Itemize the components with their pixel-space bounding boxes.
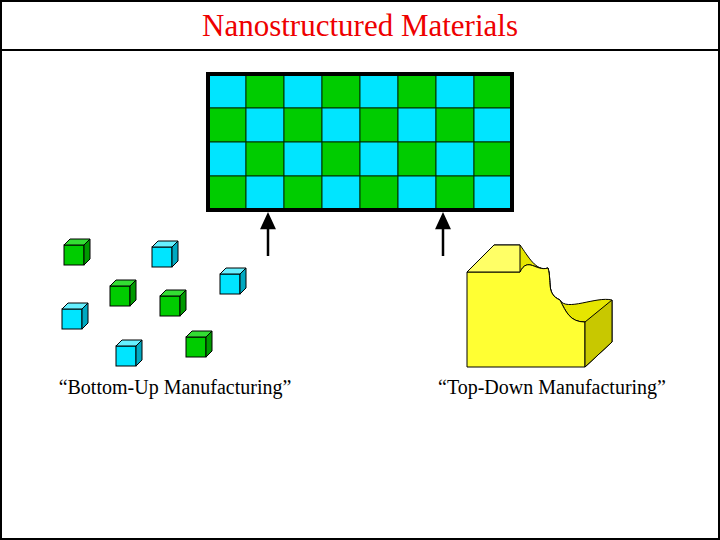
grid-cell <box>284 176 322 210</box>
building-block-cubes <box>62 239 246 366</box>
grid-cell <box>360 176 398 210</box>
grid-cell <box>436 74 474 108</box>
grid-cell <box>284 74 322 108</box>
grid-cell <box>398 108 436 142</box>
grid-cell <box>360 108 398 142</box>
grid-cell <box>322 74 360 108</box>
grid-cell <box>398 74 436 108</box>
grid-cell <box>284 108 322 142</box>
grid-cell <box>246 142 284 176</box>
method-label: “Top-Down Manufacturing” <box>438 376 666 399</box>
grid-cell <box>474 108 512 142</box>
grid-cell <box>322 142 360 176</box>
grid-cell <box>246 108 284 142</box>
grid-cell <box>360 142 398 176</box>
grid-cell <box>474 74 512 108</box>
grid-cell <box>284 142 322 176</box>
bulk-material-block <box>467 245 612 367</box>
grid-border <box>208 74 512 210</box>
grid-cell <box>208 176 246 210</box>
grid-cell <box>474 176 512 210</box>
grid-cell <box>208 74 246 108</box>
grid-cell <box>322 176 360 210</box>
up-arrow <box>262 215 274 256</box>
title-rule <box>0 49 720 51</box>
grid-cell <box>246 74 284 108</box>
grid-cell <box>360 74 398 108</box>
grid-cell <box>246 176 284 210</box>
grid-cell <box>436 142 474 176</box>
grid-cell <box>208 142 246 176</box>
grid-cell <box>208 108 246 142</box>
method-label: “Bottom-Up Manufacturing” <box>59 376 292 399</box>
slide-title: Nanostructured Materials <box>202 8 518 44</box>
grid-cell <box>398 176 436 210</box>
grid-cell <box>474 142 512 176</box>
grid-cell <box>436 108 474 142</box>
grid-cell <box>398 142 436 176</box>
nanostructure-grid <box>208 74 512 210</box>
grid-cell <box>436 176 474 210</box>
grid-cell <box>322 108 360 142</box>
up-arrow <box>437 215 449 256</box>
